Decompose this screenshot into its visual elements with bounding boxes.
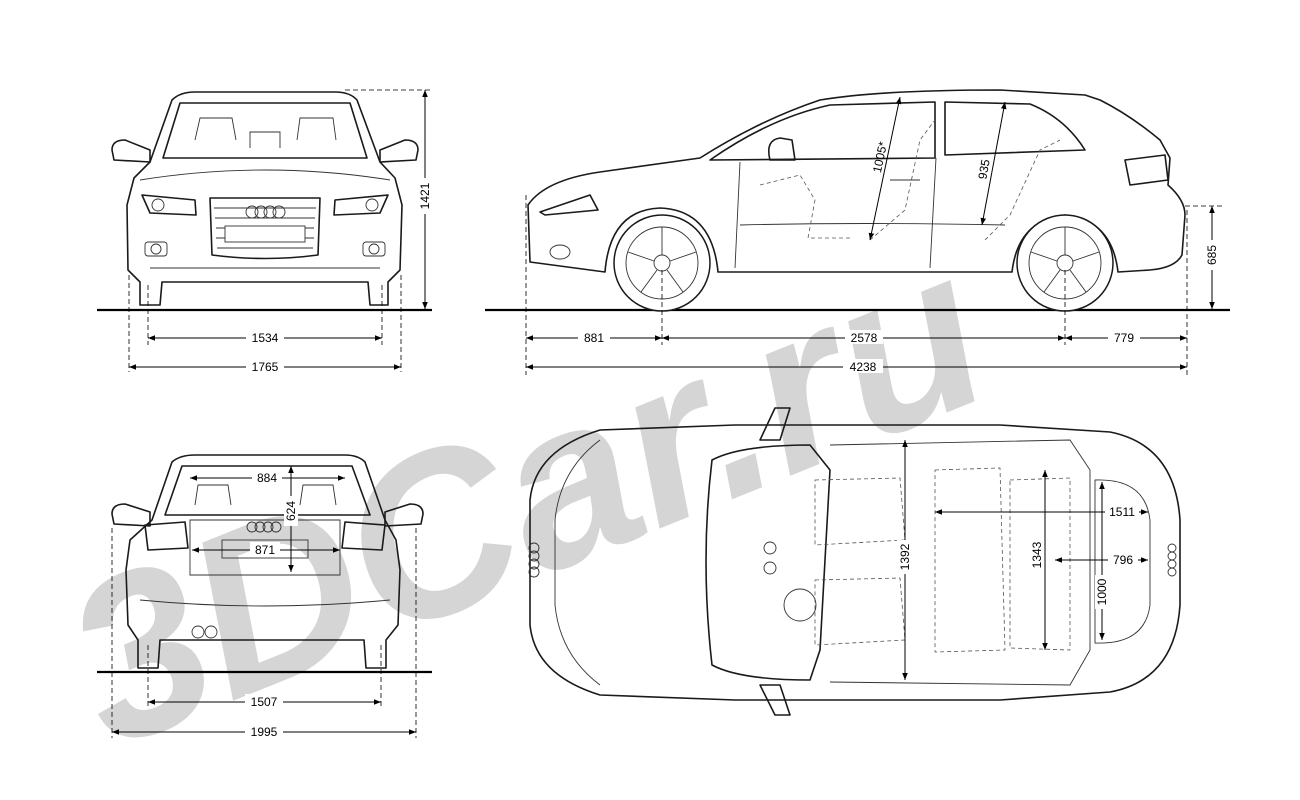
front-audi-rings	[245, 205, 286, 219]
rear-taillight-left	[144, 521, 189, 551]
side-body-outline	[527, 89, 1186, 273]
rear-view: 884 624 871 1507 1995	[97, 454, 432, 739]
front-mirror-left	[111, 139, 151, 163]
top-windshield	[705, 444, 831, 681]
dim-side-wheelbase: 2578	[851, 331, 878, 345]
dim-rear-track: 1507	[251, 695, 278, 709]
side-headlight	[539, 194, 599, 216]
front-foglight-left	[144, 241, 168, 257]
dim-side-rear-headroom-line	[980, 101, 1007, 226]
side-foglight	[549, 244, 571, 260]
side-window-rear	[944, 101, 1086, 156]
watermark-text: 3DCar.ru	[33, 198, 1018, 795]
side-window-front	[709, 101, 936, 161]
top-mirror-right	[759, 684, 791, 716]
front-body-outline	[126, 91, 403, 306]
rear-window	[164, 465, 371, 516]
top-hood-line	[554, 439, 601, 686]
dim-rear-width-mirrors: 1995	[251, 725, 278, 739]
dim-top-cargo-width: 1000	[1095, 578, 1109, 605]
dim-side-length: 4238	[850, 360, 877, 374]
front-headlight-right	[333, 194, 389, 216]
front-mirror-right	[379, 139, 419, 163]
front-headlight-left	[141, 194, 197, 216]
front-foglight-right	[362, 241, 386, 257]
dim-top-cargo-length: 1511	[1109, 505, 1135, 519]
dim-side-rear-overhang: 779	[1114, 331, 1134, 345]
rear-exhaust-right	[204, 625, 218, 639]
side-view: 1005* 935 881 2578 779 4238 685	[485, 89, 1230, 375]
front-windshield	[162, 102, 368, 159]
rear-bumper-line	[139, 599, 391, 607]
side-belt-line	[739, 223, 1006, 226]
top-mirror-left	[759, 407, 791, 441]
dim-rear-window-height: 624	[284, 501, 298, 521]
rear-exhaust-left	[191, 625, 205, 639]
dim-side-front-overhang: 881	[584, 331, 604, 345]
dim-front-track: 1534	[252, 331, 279, 345]
dim-top-cabin-width: 1392	[898, 543, 912, 570]
front-view: 1534 1765 1421	[97, 89, 432, 374]
front-hood-line	[139, 169, 391, 181]
rear-audi-rings	[246, 521, 282, 533]
side-door-lines	[734, 157, 937, 269]
dim-side-front-headroom: 1005*	[870, 140, 890, 174]
top-audi-rings-rear	[1167, 543, 1177, 577]
top-view: 1392 1343 1511 796 1000	[528, 407, 1181, 716]
dim-top-rear-cabin-width: 1343	[1030, 541, 1044, 568]
top-trunk-area	[1094, 479, 1151, 644]
dim-top-cargo-length-folded: 796	[1113, 553, 1133, 567]
rear-mirror-right	[384, 503, 424, 527]
rear-mirror-left	[111, 503, 151, 527]
rear-taillight-right	[341, 521, 386, 551]
front-plate	[224, 225, 306, 243]
dim-rear-trunk-width: 871	[255, 543, 275, 557]
side-taillight	[1124, 154, 1169, 186]
front-headlight-lens-left	[151, 198, 165, 212]
rear-body-outline	[125, 454, 401, 669]
front-grille	[209, 197, 321, 260]
side-mirror	[767, 137, 796, 161]
dim-side-trunk-height: 685	[1205, 245, 1219, 265]
watermark: 3DCar.ru	[33, 198, 1018, 795]
front-seats-visible	[194, 117, 337, 148]
rear-seats-visible	[194, 484, 337, 506]
dim-front-height: 1421	[418, 182, 432, 209]
dim-rear-window-width: 884	[257, 471, 277, 485]
top-steering-wheel	[783, 588, 817, 622]
top-audi-rings-front	[528, 542, 540, 578]
front-headlight-lens-right	[365, 198, 379, 212]
dim-front-width: 1765	[252, 360, 279, 374]
dim-side-rear-headroom: 935	[975, 158, 992, 180]
top-body-outline	[529, 424, 1181, 701]
dim-side-front-headroom-line	[868, 96, 902, 241]
